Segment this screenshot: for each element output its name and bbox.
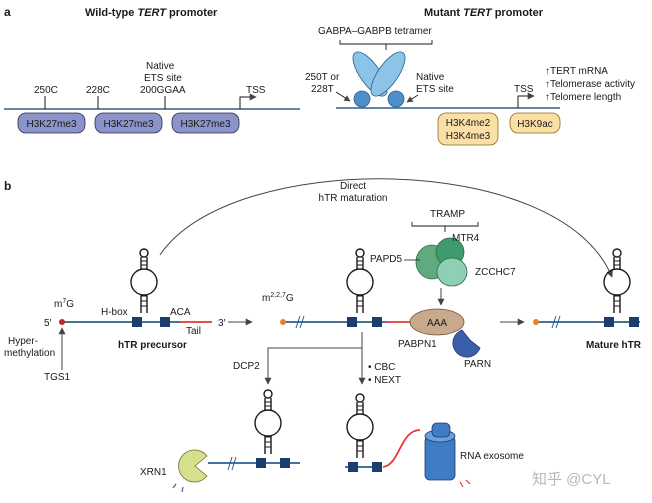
native-ets-line2: ETS site [144,73,182,84]
site-250c-label: 250C [34,85,58,96]
htr-mature [533,248,640,329]
site-228c-label: 228C [86,85,110,96]
rna-exosome [424,422,471,488]
outcome-telomere-length: ↑Telomere length [545,92,621,103]
xrn1-degradation-rna [208,389,300,471]
wildtype-tss-arrow [239,93,257,109]
hyper-label-2: methylation [4,348,55,359]
mutant-tss-arrow [517,92,535,108]
xrn1-label: XRN1 [140,467,167,478]
mutant-native-line2: ETS site [416,84,454,95]
svg-text:H3K27me3: H3K27me3 [26,119,76,130]
svg-text:AAA: AAA [427,318,447,329]
mtr4-label: MTR4 [452,233,480,244]
native-ets-line1: Native [146,61,175,72]
precursor-five-prime: 5′ [44,318,52,329]
h3k27me3-mark-2: H3K27me3 [94,112,163,134]
panel-b-letter: b [4,179,11,193]
precursor-label: hTR precursor [118,340,187,351]
htr-precursor [59,248,212,327]
direct-label-2: hTR maturation [319,193,388,204]
mutant-title: Mutant TERT promoter [424,7,544,19]
xrn1-enzyme [172,449,208,493]
exosome-degradation-rna [345,393,421,472]
mutant-site-line1: 250T or [305,72,340,83]
h3k27me3-mark-3: H3K27me3 [171,112,240,134]
svg-text:H3K27me3: H3K27me3 [103,119,153,130]
h3k4me-mark: H3K4me2 H3K4me3 [437,112,499,146]
mutant-site-line2: 228T [311,84,334,95]
mutant-tss-label: TSS [514,84,534,95]
mutant-native-pointer [406,94,419,103]
panel-a-letter: a [4,5,11,19]
svg-text:H3K4me3: H3K4me3 [446,131,491,142]
mutant-native-line1: Native [416,72,445,83]
tmg-cap: m2,2,7G [262,292,294,304]
hyper-label-1: Hyper- [8,336,38,347]
tramp-bracket [411,222,479,232]
polya-tail: AAA [409,308,465,336]
exosome-label: RNA exosome [460,451,524,462]
tgs1-label: TGS1 [44,372,71,383]
aca-label: ACA [170,307,191,318]
svg-text:H3K9ac: H3K9ac [517,119,553,130]
wildtype-title: Wild-type TERT promoter [85,7,218,19]
outcome-telomerase: ↑Telomerase activity [545,79,635,90]
tetramer-bracket [339,40,433,50]
mutant-site-pointer [335,91,351,102]
watermark: 知乎 @CYL [532,471,611,488]
tail-label: Tail [186,326,201,337]
svg-text:H3K4me2: H3K4me2 [446,118,491,129]
gabp-tetramer-label: GABPA–GABPB tetramer [318,26,432,37]
h3k9ac-mark: H3K9ac [509,112,561,134]
parn-protein [452,329,481,358]
h3k27me3-mark-1: H3K27me3 [17,112,86,134]
zcchc7-label: ZCCHC7 [475,267,516,278]
precursor-three-prime: 3′ [218,318,226,329]
papd5-label: PAPD5 [370,254,402,265]
outcome-tert-mrna: ↑TERT mRNA [545,66,608,77]
direct-maturation-arrow [159,178,613,278]
direct-label-1: Direct [340,181,366,192]
mature-label: Mature hTR [586,340,642,351]
precursor-cap: m7G [54,298,74,310]
native-ets-line3: 200GGAA [140,85,186,96]
pabpn1-label: PABPN1 [398,339,437,350]
tramp-complex [415,237,468,287]
parn-label: PARN [464,359,491,370]
gabp-tetramer [352,51,406,108]
dcp2-label: DCP2 [233,361,260,372]
wildtype-tss-label: TSS [246,85,266,96]
cbc-label: • CBC [368,362,395,373]
svg-text:H3K27me3: H3K27me3 [180,119,230,130]
next-label: • NEXT [368,375,401,386]
hbox-label: H-box [101,307,128,318]
dcp2-branch-arrow [264,332,363,385]
tramp-label: TRAMP [430,209,465,220]
